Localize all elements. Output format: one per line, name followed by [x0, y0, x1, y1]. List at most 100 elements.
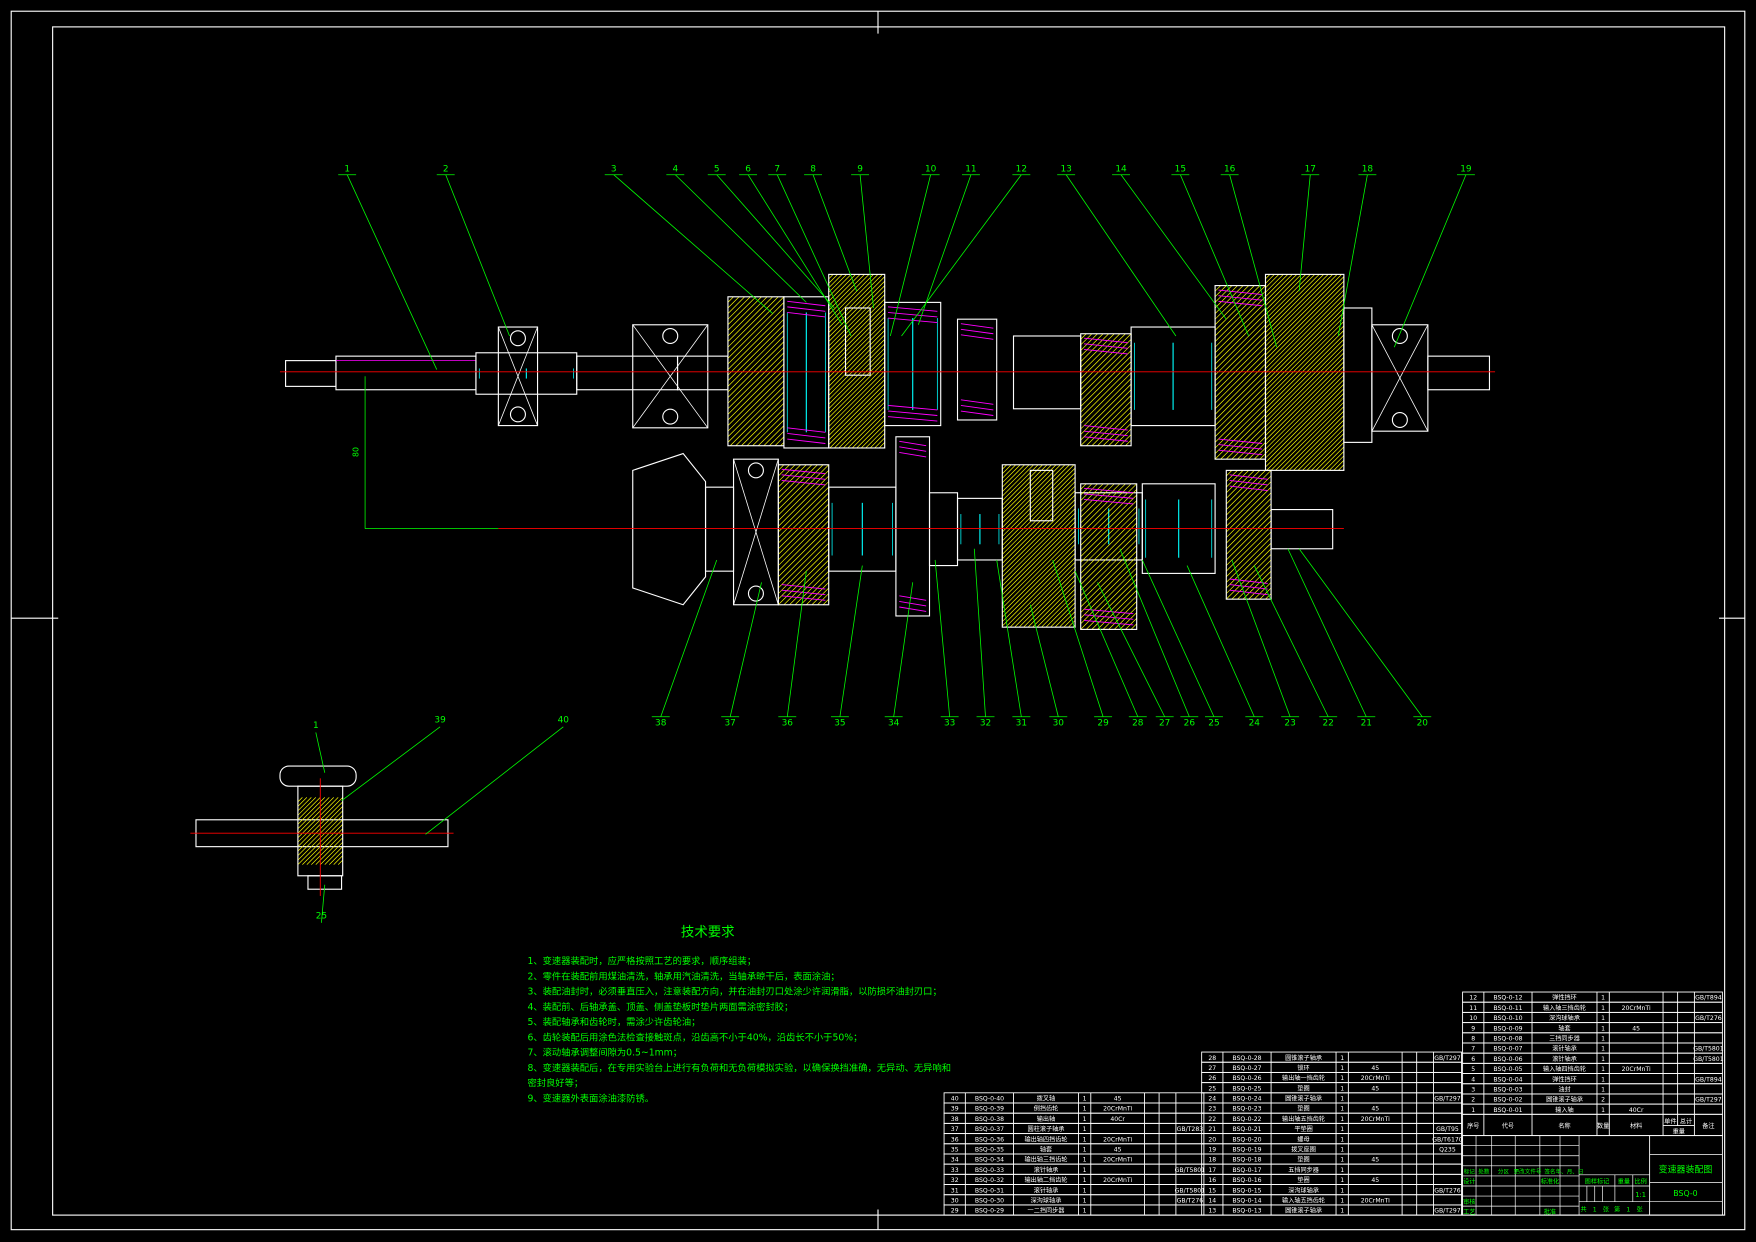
cell-name: 深沟球轴承: [1031, 1196, 1062, 1204]
needle-bearing-31: [956, 497, 1003, 561]
cell-material: 20CrMnTi: [1103, 1157, 1132, 1164]
cell-note: GB/T894: [1695, 1076, 1722, 1083]
cell-no: 24: [1208, 1096, 1216, 1103]
cell-material: 45: [1371, 1085, 1379, 1092]
requirement-item: 6、齿轮装配后用涂色法检查接触斑点，沿齿高不小于40%，沿齿长不小于50%；: [527, 1031, 862, 1043]
sync-spring-lower: [1029, 469, 1054, 522]
cell-name: 圆锥滚子轴承: [1546, 1096, 1583, 1104]
row-border: [1201, 1204, 1462, 1216]
cell-no: 21: [1208, 1126, 1216, 1133]
cell-no: 13: [1208, 1208, 1216, 1215]
cell-code: BSQ-0-33: [975, 1167, 1004, 1174]
cell-note: GB/T276: [1695, 1015, 1722, 1022]
washer-18: [1343, 307, 1373, 443]
cell-name: 平垫圈: [1294, 1125, 1312, 1133]
role-label: 批准: [1544, 1208, 1556, 1216]
requirement-item: 1、变速器装配时，应严格按照工艺的要求，顺序组装；: [527, 955, 756, 967]
cell-material: 20CrMnTi: [1361, 1197, 1390, 1204]
balloon-25: 25: [1208, 719, 1219, 729]
change-header: 年、月、日: [1556, 1168, 1584, 1176]
balloon-19: 19: [1460, 164, 1472, 174]
role-label: 设计: [1463, 1178, 1475, 1186]
change-header: 处数: [1478, 1168, 1490, 1176]
cell-code: BSQ-0-03: [1493, 1086, 1522, 1093]
cell-note: GB/T297: [1434, 1096, 1461, 1103]
balloon-16: 16: [1224, 164, 1236, 174]
requirement-item: 8、变速器装配后，在专用实验台上进行有负荷和无负荷模拟实验，以确保换挡准确，无异…: [527, 1062, 951, 1074]
leader-line: [1253, 565, 1329, 717]
output-shaft-mid: [928, 492, 959, 567]
outer-border: [10, 10, 1746, 1231]
cell-no: 23: [1208, 1106, 1216, 1113]
cell-no: 22: [1208, 1116, 1216, 1123]
leader-line: [1052, 559, 1104, 717]
cell-no: 1: [1471, 1107, 1475, 1114]
cell-qty: 1: [1083, 1116, 1087, 1123]
leader-line: [973, 548, 986, 717]
cell-qty: 1: [1340, 1167, 1344, 1174]
leader-line: [934, 559, 951, 717]
cell-code: BSQ-0-36: [975, 1136, 1004, 1143]
cell-name: 输出轴: [1037, 1115, 1055, 1123]
input-shaft-end: [1427, 355, 1491, 391]
input-gear-2: [956, 318, 998, 421]
leader-line: [445, 174, 510, 337]
cell-code: BSQ-0-11: [1493, 1005, 1522, 1012]
balloon-17: 17: [1305, 164, 1316, 174]
balloon-37: 37: [724, 719, 735, 729]
input-shaft-journal: [475, 352, 578, 395]
cell-note: GB/T95: [1436, 1126, 1459, 1133]
cell-note: GB/T283: [1177, 1126, 1204, 1133]
cell-note: GB/T297: [1695, 1097, 1722, 1104]
cell-code: BSQ-0-07: [1493, 1046, 1522, 1053]
cell-material: 45: [1371, 1065, 1379, 1072]
change-header: 签名: [1544, 1168, 1555, 1176]
cell-no: 28: [1208, 1055, 1216, 1062]
synchronizer-5: [1214, 285, 1267, 460]
detail-balloon-1: 1: [313, 721, 319, 731]
cell-no: 4: [1471, 1076, 1475, 1083]
balloon-7: 7: [774, 164, 780, 174]
output-gear-3: [895, 436, 931, 617]
balloon-38: 38: [655, 719, 667, 729]
shift-fork-seat: [1264, 273, 1345, 471]
cell-name: 输入轴三挡齿轮: [1543, 1004, 1586, 1012]
cell-no: 2: [1471, 1097, 1475, 1104]
cell-code: BSQ-0-21: [1232, 1126, 1261, 1133]
role-label: 审核: [1463, 1198, 1475, 1206]
cell-name: 滚针轴承: [1552, 1055, 1577, 1063]
cell-qty: 1: [1340, 1208, 1344, 1215]
role-label: 标准化: [1541, 1178, 1559, 1186]
cell-name: 弹性挡环: [1552, 1075, 1577, 1083]
balloon-9: 9: [857, 164, 863, 174]
cell-note: GB/T276: [1177, 1197, 1204, 1204]
balloon-3: 3: [611, 164, 617, 174]
synchronizer-1-2: [1001, 464, 1076, 628]
balloon-34: 34: [888, 719, 900, 729]
sync-spring: [844, 307, 871, 376]
cell-qty: 1: [1083, 1096, 1087, 1103]
center-distance-label: 80: [351, 447, 360, 457]
balloon-20: 20: [1417, 719, 1429, 729]
input-shaft: [335, 355, 477, 391]
cell-name: 输出轴一挡齿轮: [1282, 1074, 1325, 1082]
cell-name: 五挡同步器: [1288, 1166, 1319, 1174]
cell-code: BSQ-0-16: [1232, 1177, 1261, 1184]
cell-note: GB/T297: [1434, 1208, 1461, 1215]
balloon-12: 12: [1016, 164, 1027, 174]
cell-code: BSQ-0-26: [1232, 1075, 1261, 1082]
input-shaft-spline-end: [285, 360, 337, 387]
leader-line: [812, 174, 858, 292]
end-bearing-19: [1371, 324, 1429, 432]
